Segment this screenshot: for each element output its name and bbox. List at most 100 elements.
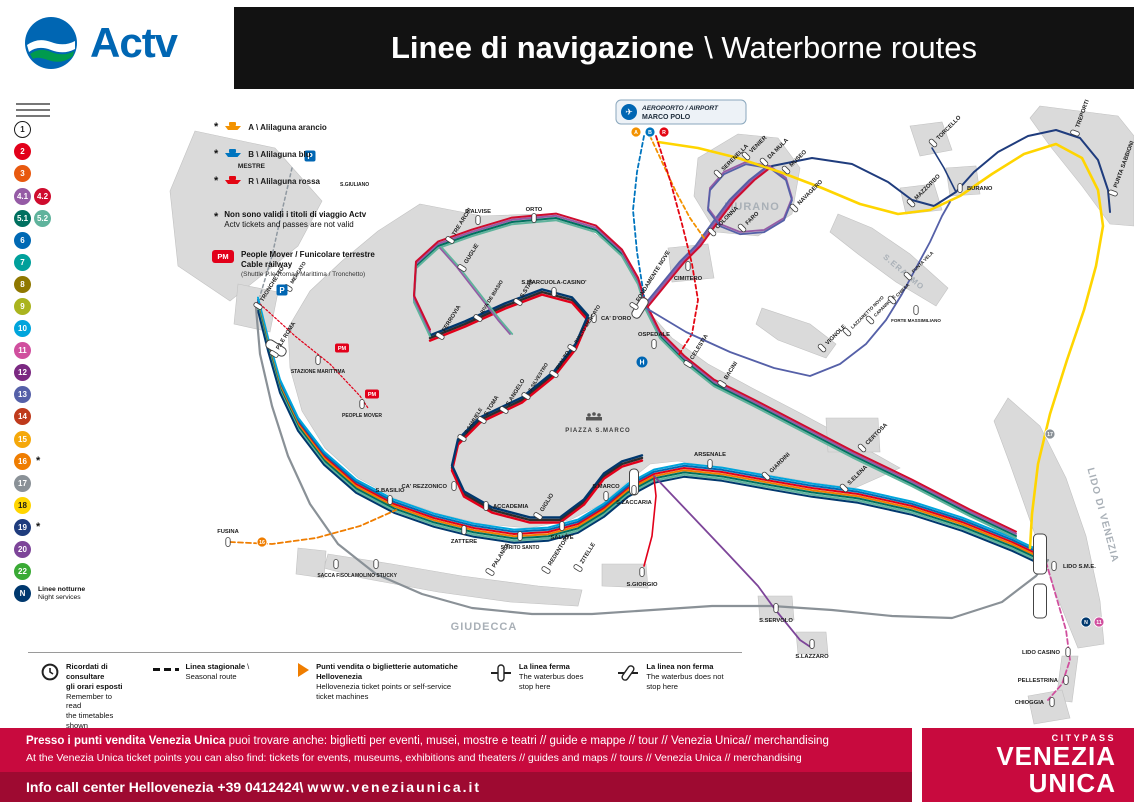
station-stop	[781, 165, 791, 175]
station-stop	[499, 406, 509, 414]
station-stop	[957, 183, 963, 193]
map-route-badge-B	[644, 126, 656, 138]
route-line-south-bundle	[257, 303, 1047, 562]
route-line-murano-approach	[642, 165, 769, 307]
route-badge-16: 16	[14, 452, 31, 470]
station-stop	[457, 434, 467, 442]
footer-divider	[912, 728, 922, 802]
stop-it: La linea ferma	[518, 662, 570, 671]
legend-row: 6	[14, 231, 124, 249]
station-stop	[842, 327, 852, 337]
area-label: GIUDECCA	[451, 621, 518, 633]
footer-line1-rest: puoi trovare anche: biglietti per eventi…	[225, 735, 829, 747]
station-stop	[521, 392, 531, 400]
station-stop	[631, 485, 637, 495]
landmass-mainland	[169, 130, 323, 302]
station-stop	[1070, 129, 1080, 137]
legend-seasonal: Linea stagionale \ Seasonal route	[140, 662, 286, 682]
legend-row: 1	[14, 121, 124, 139]
route-line-south-bundle	[257, 307, 1047, 566]
station-label: SACCA FISOLA	[317, 573, 355, 579]
map-route-badge-label: B	[648, 130, 652, 136]
route-badge-14: 14	[14, 408, 31, 426]
route-badge-3: 3	[14, 165, 31, 183]
landmass-venezia	[287, 203, 901, 529]
station-label: S.LAZZARO	[795, 654, 829, 660]
nostop-it: La linea non ferma	[646, 662, 714, 671]
station-stop	[513, 298, 523, 306]
tickets-it: Punti vendita o biglietterie automatiche…	[316, 662, 458, 681]
station-stop	[865, 315, 875, 325]
station-label: LIDO S.M.E.	[1063, 564, 1096, 570]
station-stop	[906, 198, 916, 208]
people-mover-badge: PM	[212, 250, 234, 263]
route-line-chioggia-11	[1045, 561, 1071, 701]
station-stop	[629, 302, 639, 310]
people-mover-icon	[335, 343, 349, 353]
map-route-badge-N	[1080, 616, 1092, 628]
route-badge-N: N	[14, 585, 31, 603]
legend-row: 11	[14, 342, 124, 360]
nostop-en: The waterbus does not stop here	[646, 671, 724, 691]
timetable-en-2: the timetables shown	[66, 711, 114, 731]
note-en: Actv tickets and passes are not valid	[224, 220, 354, 230]
route-line-cannaregio	[439, 247, 511, 335]
station-stop	[457, 264, 467, 272]
station-stop	[707, 227, 717, 237]
title-bar: Linee di navigazione \ Waterborne routes	[234, 7, 1134, 89]
legend-row: 12	[14, 364, 124, 382]
map-route-badge-label: 16	[259, 540, 265, 546]
route-line-murano-approach	[645, 165, 771, 307]
airplane-icon	[621, 104, 637, 120]
footer-line1: Presso i punti vendita Venezia Unica puo…	[26, 735, 829, 747]
map-route-badge-A	[630, 126, 642, 138]
station-stop	[573, 564, 583, 572]
station-stop	[333, 559, 339, 569]
map-route-badge-label: R	[662, 130, 666, 136]
map-route-badge-label: 11	[1096, 620, 1102, 626]
route-badge-20: 20	[14, 541, 31, 559]
legend-row: 22	[14, 563, 124, 581]
parking-icon	[304, 150, 316, 162]
station-stop	[253, 302, 263, 310]
landmass-sacca-fisola	[295, 547, 327, 579]
station-label: CELESTIA	[689, 333, 710, 361]
station-stop	[269, 350, 279, 358]
timetable-it-2: gli orari esposti	[66, 681, 123, 691]
map-route-badge-label: A	[634, 130, 638, 136]
station-stop	[541, 566, 551, 574]
area-label: MURANO	[724, 201, 780, 213]
map-route-badge-11	[1093, 616, 1105, 628]
alilaguna-row-B: *B \ Alilaguna blu	[212, 145, 327, 163]
station-label: S.GIULIANO	[340, 182, 369, 188]
station-stop	[809, 639, 815, 649]
route-line-cannaregio	[441, 247, 514, 335]
airport-box	[615, 99, 747, 125]
line-samples	[14, 103, 124, 117]
station-label: S.ZACCARIA	[616, 500, 653, 506]
page-title-en: \ Waterborne routes	[704, 30, 977, 65]
actv-logo-icon	[25, 17, 77, 69]
station-stop	[913, 305, 919, 315]
route-badge-5.1: 5.1	[14, 209, 31, 227]
station-stop	[533, 512, 543, 520]
route-line-south-bundle	[257, 301, 1047, 559]
people-mover-icon	[365, 389, 379, 399]
hospital-icon-label: H	[639, 360, 644, 367]
airport-title: AEROPORTO / AIRPORT	[641, 105, 719, 112]
route-badge-17: 17	[14, 474, 31, 492]
legend-row: 18	[14, 496, 124, 515]
route-badge-2: 2	[14, 143, 31, 161]
route-badge-18: 18	[14, 496, 31, 514]
station-label: S.BASILIO	[376, 488, 405, 494]
station-stop	[387, 495, 393, 505]
station-label: ZITELLE	[579, 542, 597, 565]
alilaguna-boat-icon	[224, 118, 242, 136]
route-badge-1: 1	[14, 121, 31, 139]
legend-row: 16*	[14, 452, 124, 470]
station-stop	[1063, 675, 1069, 685]
